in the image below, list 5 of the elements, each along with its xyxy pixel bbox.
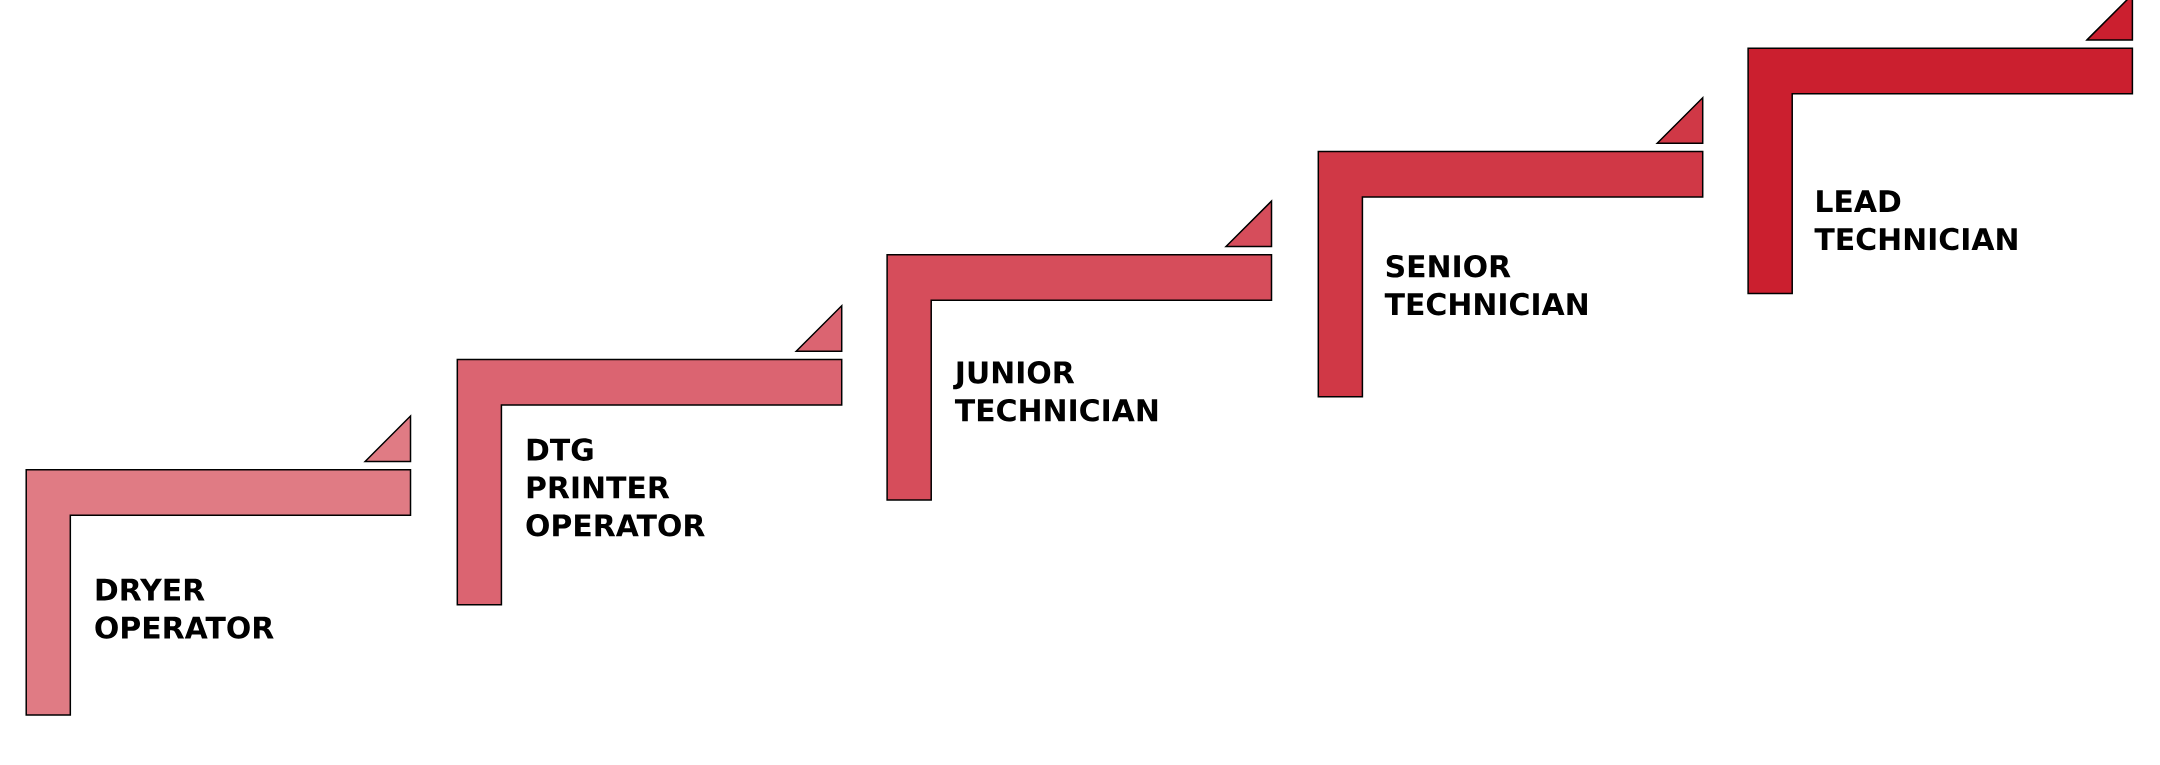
step-label: JUNIOR TECHNICIAN <box>953 361 1158 422</box>
step-label: DRYER OPERATOR <box>95 578 274 639</box>
step-label: LEAD TECHNICIAN <box>1814 190 2017 251</box>
step-label: SENIOR TECHNICIAN <box>1384 255 1587 316</box>
step-label: DTG PRINTER OPERATOR <box>526 438 705 537</box>
